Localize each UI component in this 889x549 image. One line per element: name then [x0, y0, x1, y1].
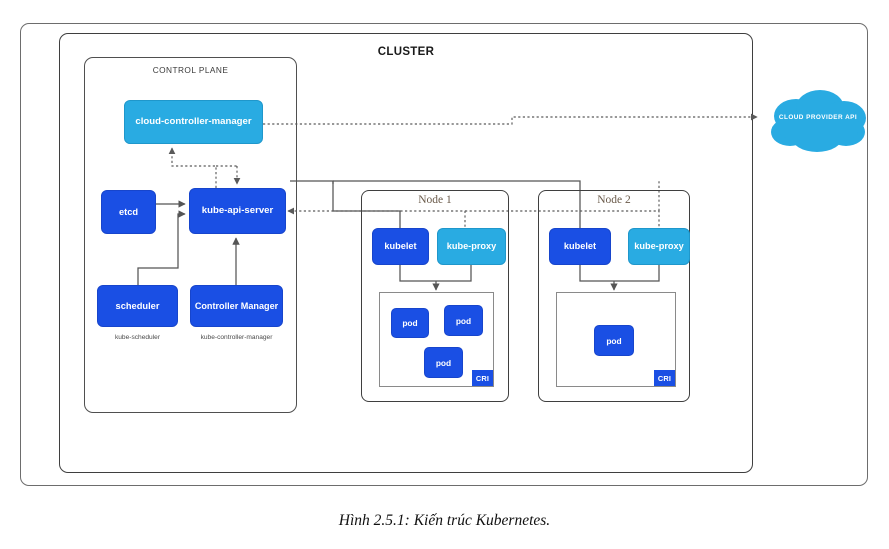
cloud-controller-manager-box[interactable]: cloud-controller-manager — [124, 100, 263, 144]
cluster-boundary — [59, 33, 753, 473]
scheduler-caption: kube-scheduler — [114, 334, 161, 341]
node-2-kube-proxy-box[interactable]: kube-proxy — [628, 228, 690, 265]
control-plane-boundary — [84, 57, 297, 413]
etcd-box[interactable]: etcd — [101, 190, 156, 234]
node-2-boundary — [538, 190, 690, 402]
node-2-cri-badge: CRI — [654, 370, 675, 386]
node-1-title: Node 1 — [418, 194, 452, 206]
node-1-boundary — [361, 190, 509, 402]
control-plane-title: CONTROL PLANE — [152, 65, 229, 75]
node-2-pod-1[interactable]: pod — [594, 325, 634, 356]
node-2-kubelet-box[interactable]: kubelet — [549, 228, 611, 265]
node-2-title: Node 2 — [597, 194, 631, 206]
controller-manager-box[interactable]: Controller Manager — [190, 285, 283, 327]
cluster-title: CLUSTER — [377, 46, 435, 58]
node-1-cri-badge: CRI — [472, 370, 493, 386]
cloud-provider-api-shape[interactable] — [762, 88, 874, 158]
node-1-pod-3[interactable]: pod — [424, 347, 463, 378]
page-border — [20, 23, 868, 486]
node-1-pod-2[interactable]: pod — [444, 305, 483, 336]
node-1-pod-1[interactable]: pod — [391, 308, 429, 338]
kube-api-server-box[interactable]: kube-api-server — [189, 188, 286, 234]
controller-manager-caption: kube-controller-manager — [200, 334, 273, 341]
node-1-kube-proxy-box[interactable]: kube-proxy — [437, 228, 506, 265]
node-1-kubelet-box[interactable]: kubelet — [372, 228, 429, 265]
figure-caption: Hình 2.5.1: Kiến trúc Kubernetes. — [338, 512, 551, 529]
scheduler-box[interactable]: scheduler — [97, 285, 178, 327]
